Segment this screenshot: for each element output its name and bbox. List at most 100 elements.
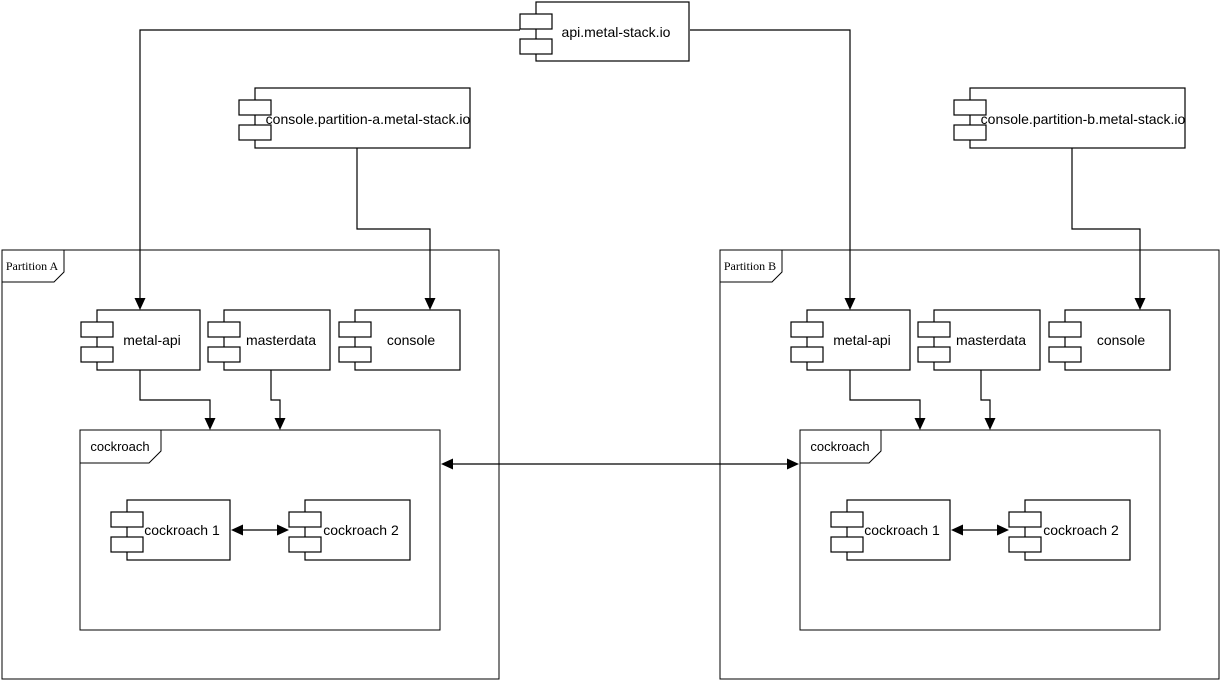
component-icon	[338, 321, 372, 338]
partition-a-label-tab	[1, 249, 65, 283]
component-icon	[830, 511, 864, 528]
component-icon	[953, 124, 987, 141]
component-api-label: api.metal-stack.io	[562, 24, 671, 40]
component-console-partition-a-external: console.partition-a.metal-stack.io	[238, 87, 471, 149]
edge-console-b-external-to-console-b	[1071, 148, 1141, 299]
component-cockroach1-b-label: cockroach 1	[864, 522, 940, 538]
partition-a-frame: Partition A	[1, 249, 500, 680]
component-box	[535, 1, 690, 62]
component-box	[806, 309, 911, 371]
cockroach-group-b: cockroach	[799, 429, 1161, 631]
component-box	[969, 87, 1186, 149]
component-icon	[238, 99, 272, 116]
component-icon	[338, 346, 372, 363]
arrowhead-left	[951, 524, 963, 536]
partition-b-label-tab	[719, 249, 783, 283]
component-icon	[1008, 536, 1042, 553]
component-icon	[110, 536, 144, 553]
component-box	[846, 499, 951, 561]
cockroach-a-label-tab	[79, 429, 162, 464]
edge-masterdata-b-to-cockroach-b	[980, 370, 991, 419]
component-box	[933, 309, 1041, 371]
edge-masterdata-a-to-cockroach-a	[270, 370, 281, 419]
component-box	[254, 87, 471, 149]
edge-api-to-metal-api-a	[139, 29, 520, 299]
component-console-b-external-label: console.partition-b.metal-stack.io	[981, 111, 1186, 127]
cockroach-b-border	[799, 429, 1161, 631]
component-icon	[1048, 321, 1082, 338]
arrowhead-down	[914, 418, 926, 430]
component-icon	[1048, 346, 1082, 363]
component-icon	[917, 321, 951, 338]
component-masterdata-a-label: masterdata	[246, 332, 316, 348]
cockroach-group-a: cockroach	[79, 429, 441, 631]
component-masterdata-b: masterdata	[917, 309, 1041, 371]
component-metal-api-b: metal-api	[790, 309, 911, 371]
arrowhead-down	[424, 298, 436, 310]
component-icon	[80, 346, 114, 363]
component-console-partition-b-external: console.partition-b.metal-stack.io	[953, 87, 1186, 149]
component-icon	[830, 536, 864, 553]
component-icon	[80, 321, 114, 338]
edge-console-a-external-to-console-a	[356, 148, 431, 299]
partition-a-label: Partition A	[6, 259, 59, 273]
arrowhead-down	[274, 418, 286, 430]
arrowhead-down	[134, 298, 146, 310]
arrowhead-down	[1134, 298, 1146, 310]
edge-api-to-metal-api-b	[690, 29, 851, 299]
component-icon	[790, 346, 824, 363]
component-icon	[953, 99, 987, 116]
component-cockroach2-a: cockroach 2	[288, 499, 411, 561]
component-cockroach1-b: cockroach 1	[830, 499, 951, 561]
component-icon	[519, 13, 553, 30]
component-icon	[790, 321, 824, 338]
cockroach-b-label-tab	[799, 429, 882, 464]
component-box	[96, 309, 201, 371]
arrowhead-down	[204, 418, 216, 430]
component-icon	[288, 536, 322, 553]
component-icon	[519, 38, 553, 55]
component-box	[1064, 309, 1171, 371]
component-masterdata-a: masterdata	[207, 309, 331, 371]
component-console-b: console	[1048, 309, 1171, 371]
component-icon	[207, 346, 241, 363]
arrowhead-left	[231, 524, 243, 536]
component-box	[304, 499, 411, 561]
component-box	[223, 309, 331, 371]
component-icon	[110, 511, 144, 528]
component-console-a-external-label: console.partition-a.metal-stack.io	[266, 111, 471, 127]
arrowhead-right	[787, 458, 799, 470]
component-cockroach2-a-label: cockroach 2	[323, 522, 399, 538]
component-console-a-label: console	[387, 332, 435, 348]
component-icon	[238, 124, 272, 141]
component-cockroach2-b: cockroach 2	[1008, 499, 1131, 561]
cockroach-a-label: cockroach	[90, 439, 149, 454]
component-metal-api-a-label: metal-api	[123, 332, 181, 348]
component-masterdata-b-label: masterdata	[956, 332, 1026, 348]
edges	[134, 29, 1146, 536]
arrowhead-right	[997, 524, 1009, 536]
component-box	[126, 499, 231, 561]
edge-metal-api-b-to-cockroach-b	[849, 370, 921, 419]
component-cockroach2-b-label: cockroach 2	[1043, 522, 1119, 538]
component-box	[1024, 499, 1131, 561]
edge-metal-api-a-to-cockroach-a	[139, 370, 211, 419]
cockroach-a-border	[79, 429, 441, 631]
component-icon	[1008, 511, 1042, 528]
component-icon	[288, 511, 322, 528]
component-icon	[207, 321, 241, 338]
component-cockroach1-a: cockroach 1	[110, 499, 231, 561]
component-metal-api-b-label: metal-api	[833, 332, 891, 348]
partition-b-label: Partition B	[724, 259, 776, 273]
component-cockroach1-a-label: cockroach 1	[144, 522, 220, 538]
arrowhead-right	[277, 524, 289, 536]
component-metal-api-a: metal-api	[80, 309, 201, 371]
component-console-a: console	[338, 309, 461, 371]
component-icon	[917, 346, 951, 363]
component-console-b-label: console	[1097, 332, 1145, 348]
cockroach-b-label: cockroach	[810, 439, 869, 454]
arrowhead-left	[441, 458, 453, 470]
component-api: api.metal-stack.io	[519, 1, 690, 62]
